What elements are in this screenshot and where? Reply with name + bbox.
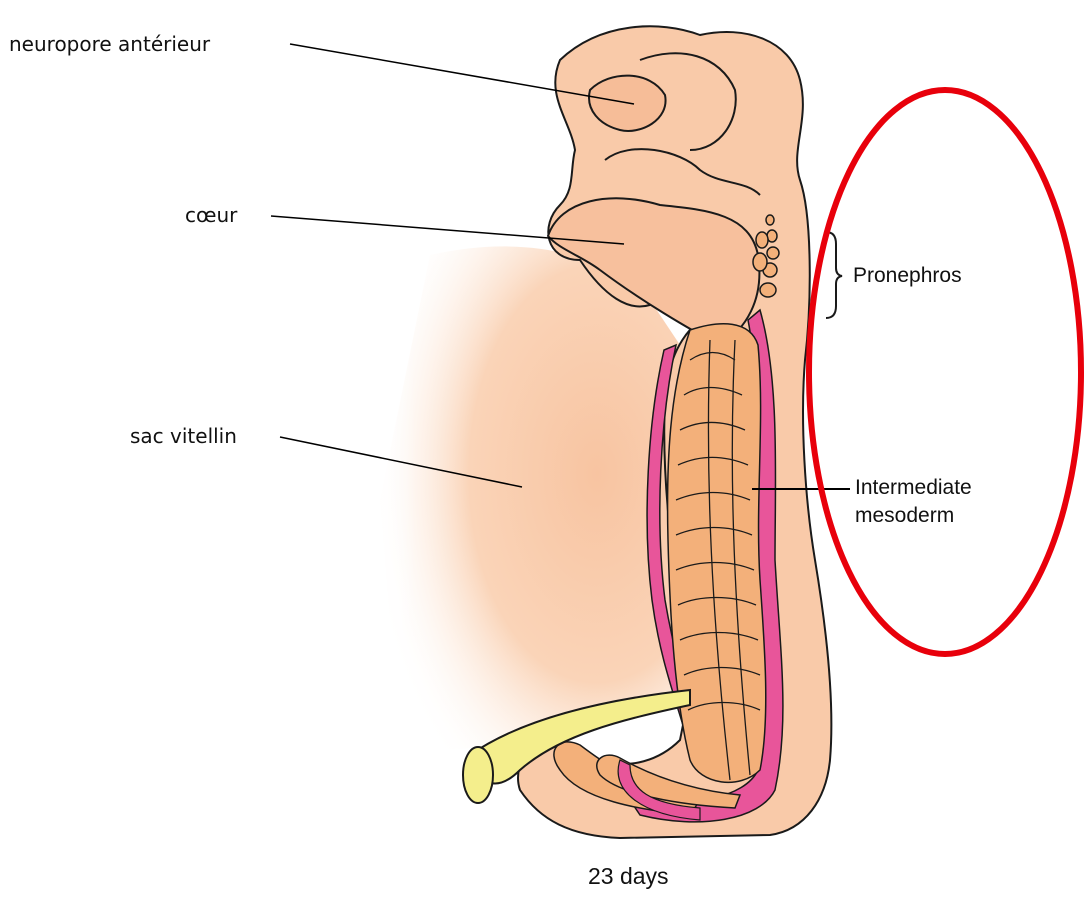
somites bbox=[668, 324, 766, 783]
label-intermediate-mesoderm: Intermediate mesoderm bbox=[855, 474, 972, 530]
label-yolk-sac: sac vitellin bbox=[130, 424, 237, 448]
highlight-ellipse bbox=[809, 90, 1081, 654]
label-pronephros: Pronephros bbox=[853, 262, 962, 290]
yolk-stalk-end bbox=[463, 747, 493, 803]
label-heart: cœur bbox=[185, 203, 237, 227]
figure-caption: 23 days bbox=[588, 863, 669, 890]
pronephros-bracket bbox=[826, 232, 842, 318]
label-mesoderm: mesoderm bbox=[855, 502, 972, 530]
label-anterior-neuropore: neuropore antérieur bbox=[9, 32, 210, 56]
label-intermediate: Intermediate bbox=[855, 474, 972, 502]
